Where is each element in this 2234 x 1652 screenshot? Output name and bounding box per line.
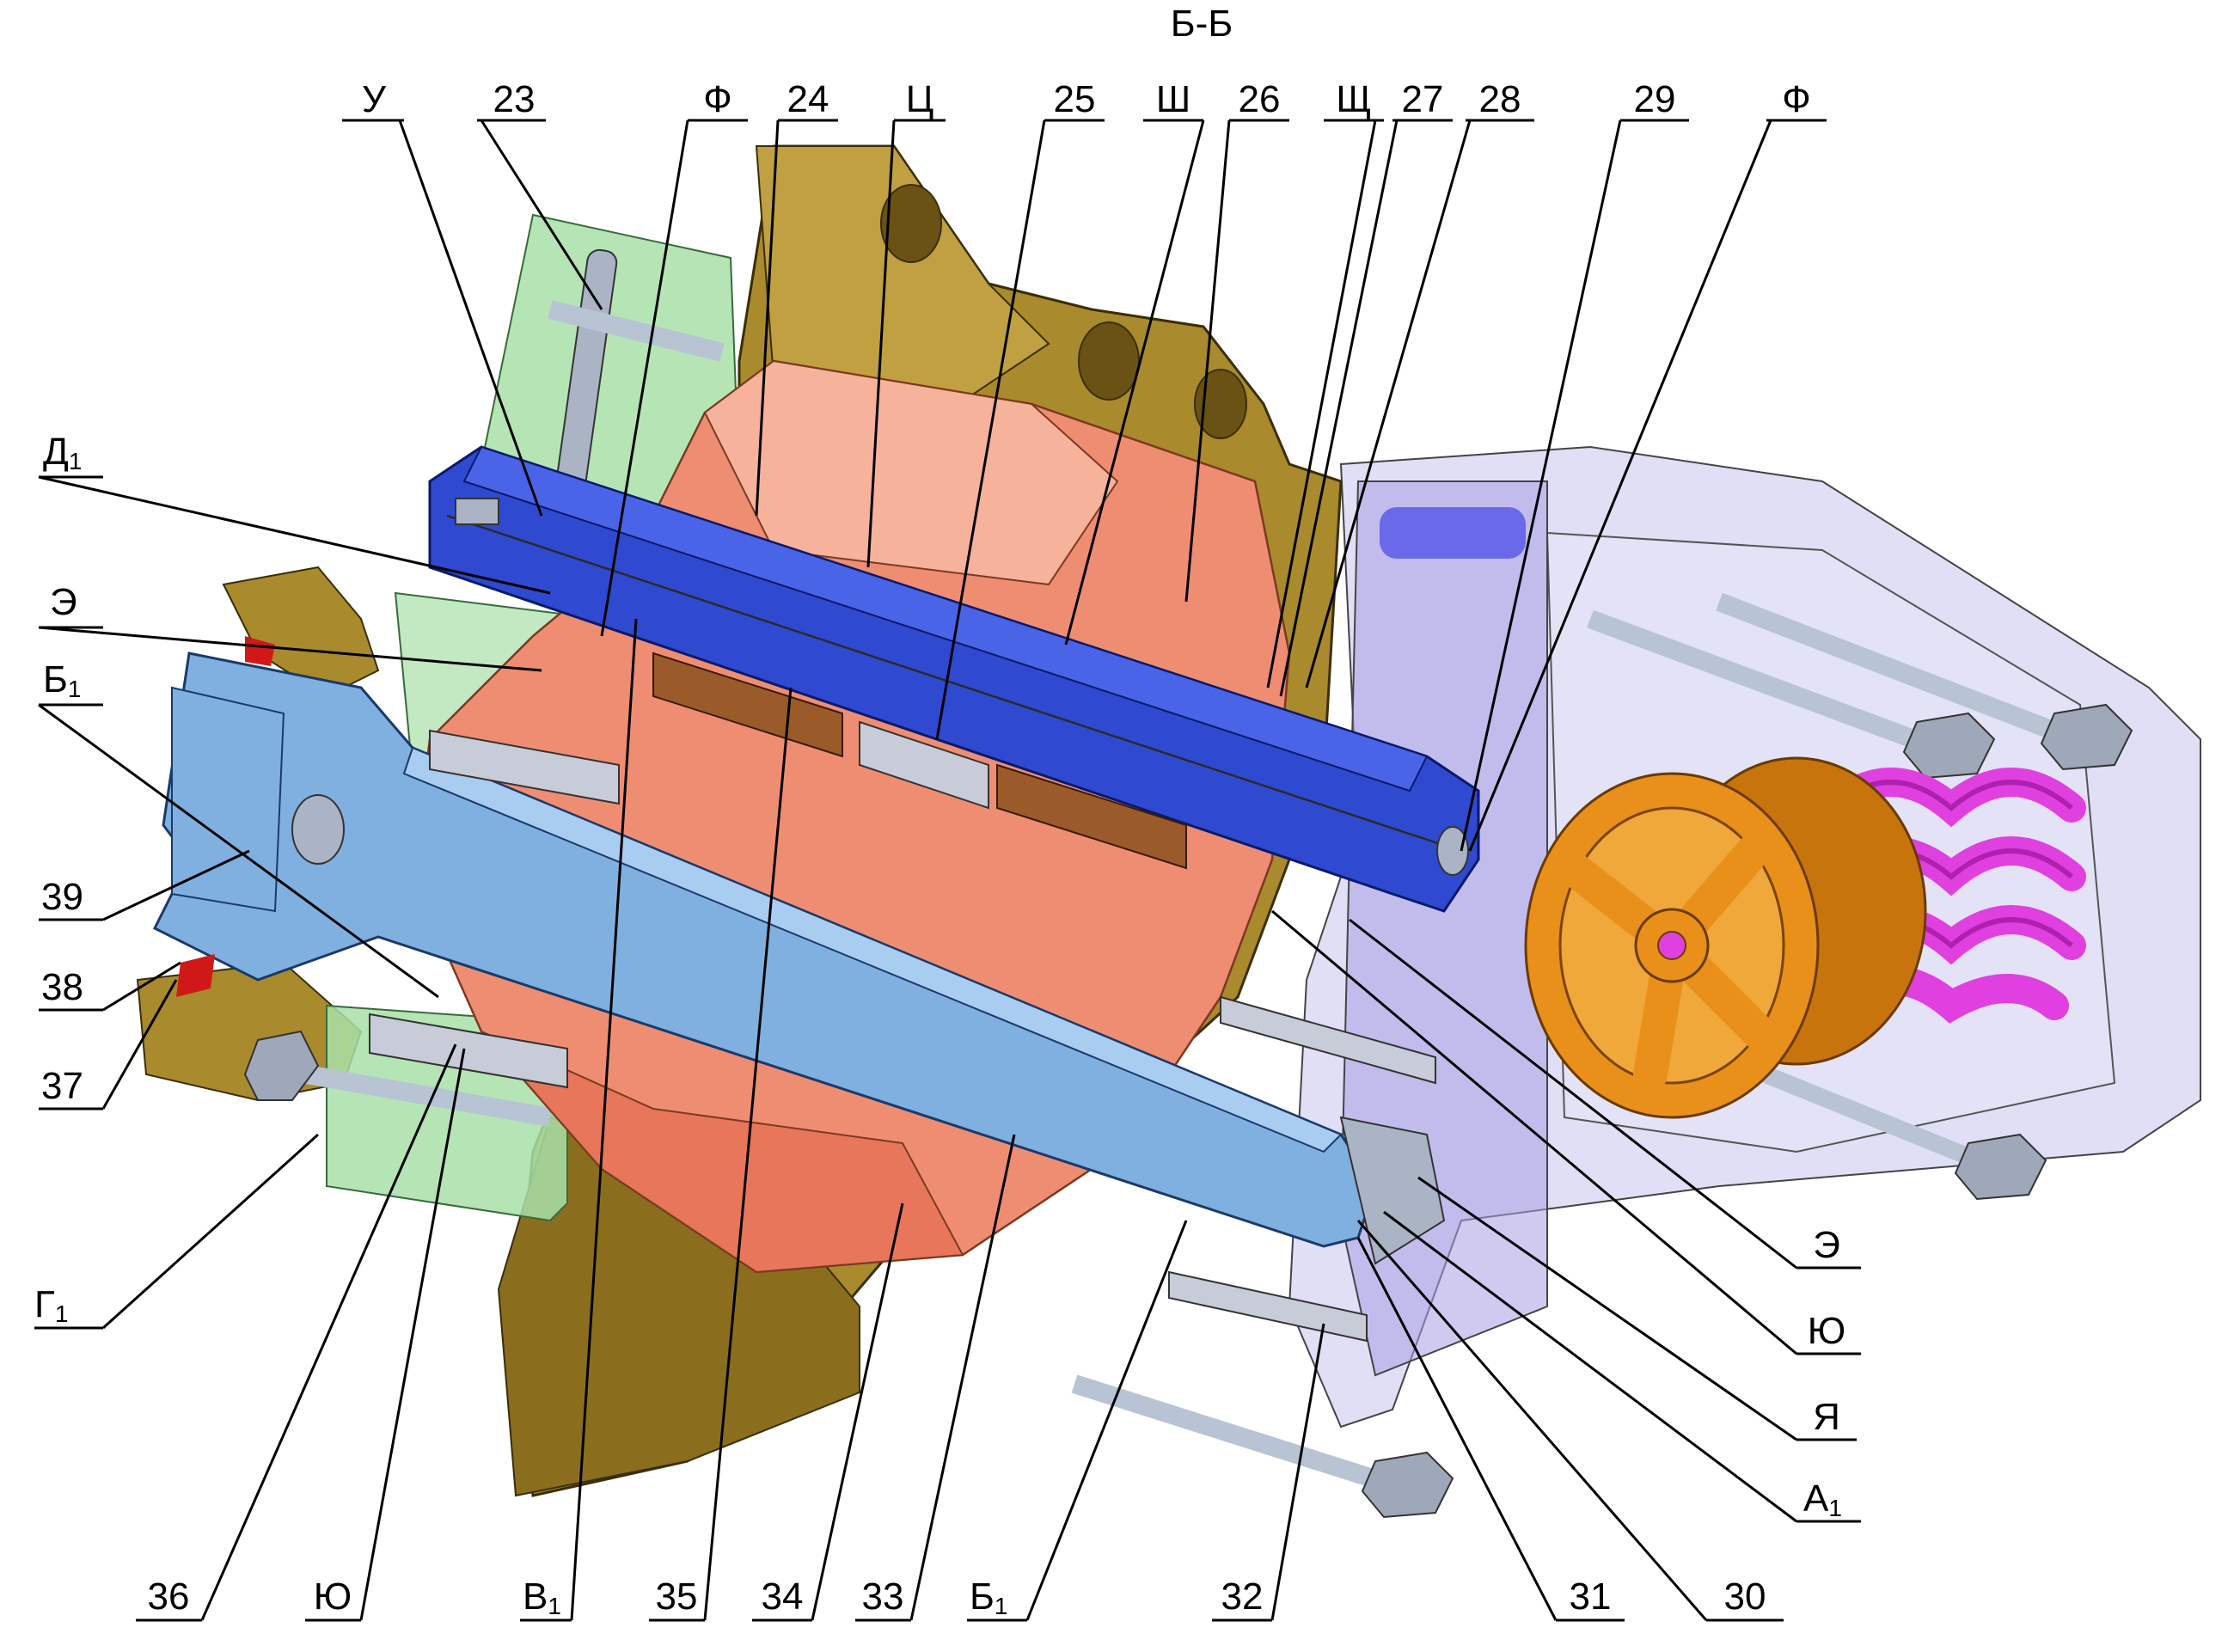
label-36: 36 [148,1576,190,1618]
upper-shaft [428,445,1480,913]
label-ya: Я [1813,1396,1840,1438]
label-39: 39 [41,876,83,918]
label-38: 38 [41,966,83,1008]
label-33: 33 [862,1576,904,1618]
label-37: 37 [41,1065,83,1107]
label-shch: Щ [1336,78,1371,120]
assembly-illustration [136,144,2201,1519]
red-seals [176,636,275,997]
label-30: 30 [1724,1576,1766,1618]
label-23: 23 [493,78,536,120]
label-d1: Д1 [43,431,82,474]
label-28: 28 [1479,78,1521,120]
label-f-right: Ф [1782,78,1810,120]
label-e-left: Э [50,581,77,623]
label-35: 35 [656,1576,698,1618]
part-labels: У 23 Ф 24 Ц 25 Ш 26 Щ 27 28 29 Ф Д1 Э Б1… [34,78,1845,1619]
label-yu-right: Ю [1808,1310,1845,1352]
label-v1: В1 [523,1576,561,1619]
section-title: Б-Б [1171,3,1233,45]
label-sh: Ш [1156,78,1190,120]
label-f-left: Ф [703,78,731,120]
label-31: 31 [1570,1576,1612,1618]
label-u: У [362,78,387,120]
seal-strips [369,729,1436,1343]
lower-shaft [152,652,1446,1265]
label-b1-bottom: Б1 [970,1576,1007,1619]
label-g1: Г1 [34,1283,68,1327]
label-24: 24 [787,78,829,120]
label-ts: Ц [906,78,934,120]
valve-plate [1524,756,1927,1119]
label-25: 25 [1054,78,1096,120]
label-29: 29 [1634,78,1676,120]
leader-lines [34,119,1861,1622]
label-b1-left: Б1 [43,658,81,702]
label-32: 32 [1221,1576,1264,1618]
shaft-liners [652,652,1187,870]
label-a1: А1 [1803,1478,1842,1521]
label-27: 27 [1402,78,1444,120]
label-34: 34 [762,1576,804,1618]
label-26: 26 [1239,78,1281,120]
label-e-right: Э [1813,1224,1840,1266]
label-yu-bottom: Ю [314,1576,352,1618]
